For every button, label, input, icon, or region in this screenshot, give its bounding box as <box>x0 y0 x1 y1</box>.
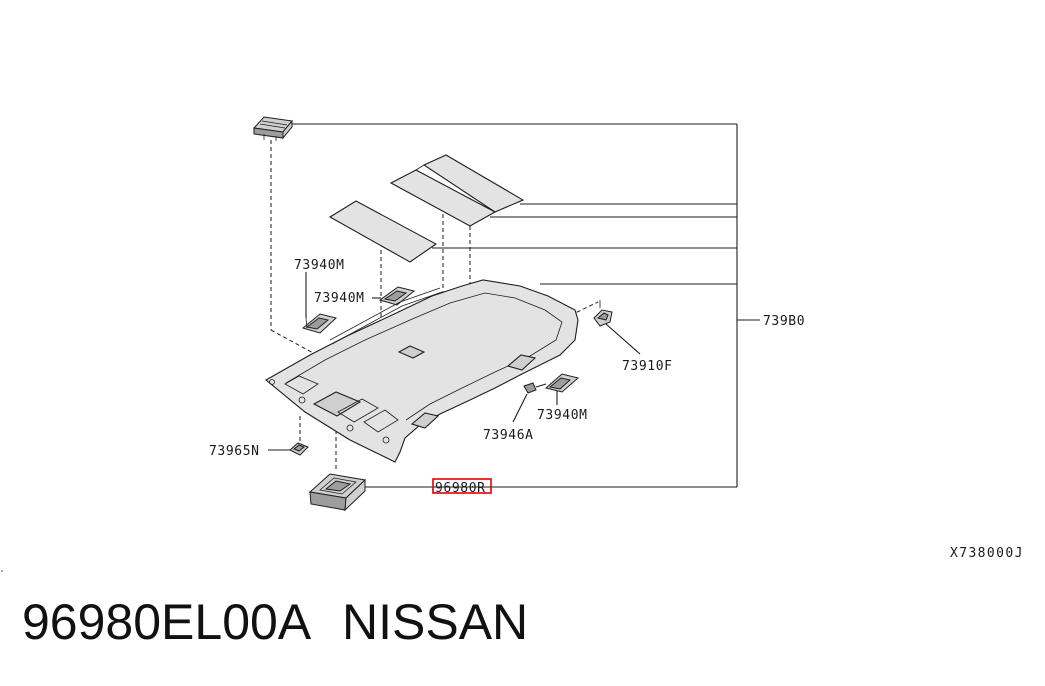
highlight-box <box>432 478 492 494</box>
label-clip: 73910F <box>622 359 673 374</box>
diagram-code: X738000J <box>950 546 1024 561</box>
brand-name: NISSAN <box>342 594 529 650</box>
label-screw: 73946A <box>483 428 534 443</box>
screw <box>512 382 547 423</box>
callouts: 73940M 73940M 73910F 73940M 73946A 73965… <box>209 258 1024 561</box>
sunroof-panels <box>328 154 525 263</box>
label-grip-front-left: 73940M <box>314 291 365 306</box>
trim-clip <box>593 300 641 355</box>
leader-lines <box>284 123 760 488</box>
label-grip-right: 73940M <box>537 408 588 423</box>
bracket <box>268 442 309 456</box>
label-bracket: 73965N <box>209 444 260 459</box>
assist-grip-right <box>544 373 580 405</box>
assist-grip-rear-left <box>301 272 338 334</box>
map-lamp <box>308 473 367 512</box>
label-headlining-assy: 739B0 <box>763 314 805 329</box>
roof-clip-part <box>252 116 293 141</box>
headlining-panel <box>265 279 579 463</box>
part-number: 96980EL00A <box>22 594 312 650</box>
assist-grip-front-left <box>329 286 443 345</box>
label-grip-rear-left: 73940M <box>294 258 345 273</box>
